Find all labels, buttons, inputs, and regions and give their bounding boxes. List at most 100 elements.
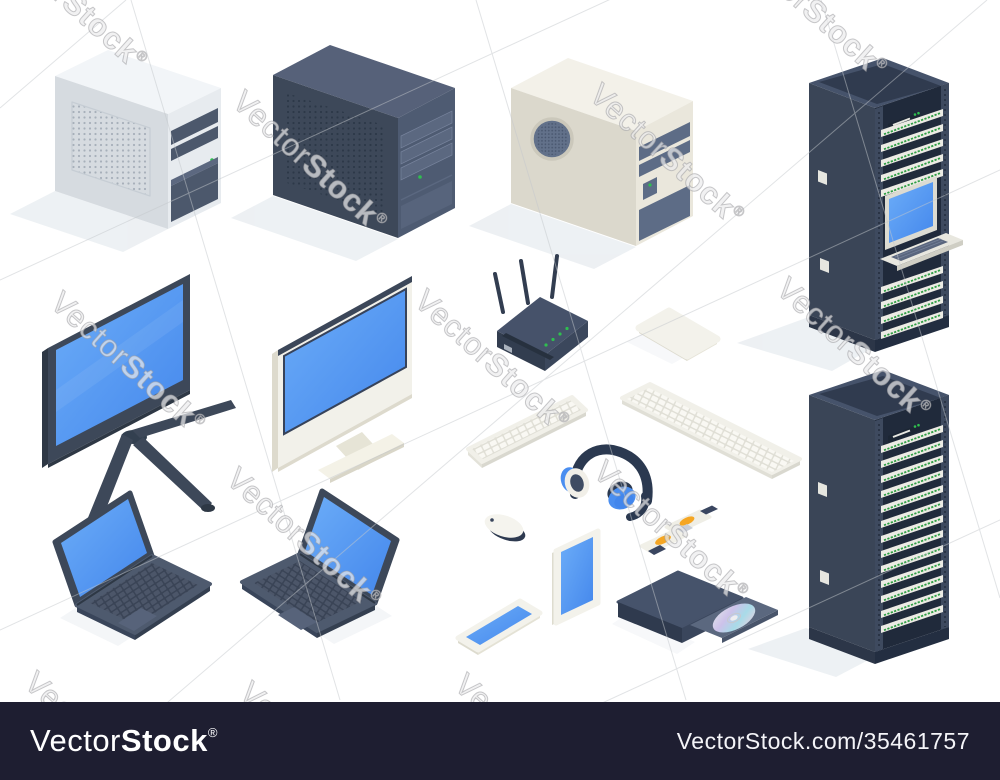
laptop-screen (61, 499, 147, 597)
monitor-screen (283, 287, 407, 436)
pc-tower-beige (511, 58, 693, 246)
tower-top-face (55, 50, 221, 114)
dvd-disc-hole (730, 615, 738, 621)
drive-top (635, 307, 721, 360)
usb-label (679, 516, 695, 526)
antenna (493, 254, 559, 314)
server-unit (881, 311, 943, 339)
monitor-top-bezel (278, 276, 412, 356)
console-tray-lip (897, 240, 963, 271)
rack-display-slot (892, 117, 911, 126)
status-led (913, 113, 917, 116)
pc-tower-white (55, 50, 221, 229)
console-screen (889, 182, 933, 243)
laptop-left (52, 490, 212, 640)
mouse (484, 514, 526, 542)
shadow (737, 318, 878, 371)
rack-skirt-side (809, 315, 875, 352)
usb-cap (648, 545, 666, 555)
keyboard-keys (627, 388, 794, 472)
scroll-wheel (490, 518, 494, 522)
stand-arm (132, 400, 236, 438)
screen-glare (56, 300, 183, 412)
laptop-keyboard (90, 563, 198, 625)
side-latch (820, 258, 829, 273)
rack-side-face (809, 83, 875, 340)
server-unit (881, 575, 943, 603)
server-unit (881, 109, 943, 137)
lower-panel (639, 185, 690, 241)
tower-top-face (511, 58, 693, 131)
server-unit (881, 440, 943, 468)
server-unit (881, 266, 943, 294)
server-unit (881, 425, 943, 453)
laptop-hinge (299, 553, 376, 604)
stand-leg (85, 434, 133, 532)
lower-panel (171, 163, 218, 222)
server-unit (881, 560, 943, 588)
server-unit (881, 470, 943, 498)
headphones (560, 444, 653, 521)
server-units-bottom (881, 266, 943, 339)
router-groove (502, 333, 554, 360)
tablet (552, 528, 601, 626)
usb-stick (639, 524, 693, 555)
status-led (551, 337, 555, 342)
router-front-face (545, 321, 588, 371)
console-keyboard (891, 238, 948, 261)
server-unit (881, 500, 943, 528)
ear-cup-left-pad (570, 474, 584, 492)
usb-cap (700, 505, 718, 515)
registered-mark: ® (207, 725, 218, 740)
monitor-edge (42, 348, 48, 468)
monitor-edge (272, 350, 278, 472)
server-rack (808, 369, 950, 665)
smartphone (455, 598, 543, 655)
phone-screen (466, 606, 532, 645)
vent-grid (287, 93, 383, 215)
headband-arm (626, 492, 650, 521)
server-unit (881, 124, 943, 152)
drive-bay (400, 142, 453, 181)
server-unit (881, 139, 943, 167)
keyboard-left (466, 395, 588, 468)
server-unit (881, 455, 943, 483)
laptop-touchpad (118, 608, 157, 631)
stand-foot (201, 504, 215, 512)
monitor-allinone (272, 276, 412, 483)
usb-label (655, 535, 671, 545)
shadow (748, 628, 878, 677)
laptop-hinge (76, 555, 153, 606)
status-led (544, 343, 548, 347)
server-unit (881, 485, 943, 513)
laptop-touchpad (278, 607, 317, 630)
dvd-tray-lip (722, 610, 778, 643)
usb-flash-drives (639, 505, 718, 555)
server-unit (881, 530, 943, 558)
stand-base (318, 434, 404, 479)
keyboard-keys (472, 400, 581, 459)
server-units (881, 425, 943, 633)
rack-top-inset (819, 64, 941, 104)
tablet-screen (561, 537, 593, 615)
external-drive (635, 307, 721, 361)
keyboard-right (620, 382, 802, 479)
side-port (504, 344, 512, 353)
image-url-text: VectorStock.com/35461757 (676, 727, 970, 754)
laptop-screen (305, 497, 391, 595)
power-led (648, 183, 652, 187)
vent-grid (71, 101, 151, 197)
footer-bar: VectorStock® VectorStock.com/35461757 (0, 702, 1000, 780)
power-panel (643, 177, 657, 200)
router-side-face (497, 331, 545, 371)
server-unit (881, 281, 943, 309)
server-unit (881, 154, 943, 182)
side-latch (818, 170, 827, 185)
status-led (565, 326, 569, 331)
lower-panel (401, 181, 452, 229)
server-unit (881, 296, 943, 324)
fan-vent-grid (536, 123, 568, 155)
front-slot (400, 174, 453, 201)
